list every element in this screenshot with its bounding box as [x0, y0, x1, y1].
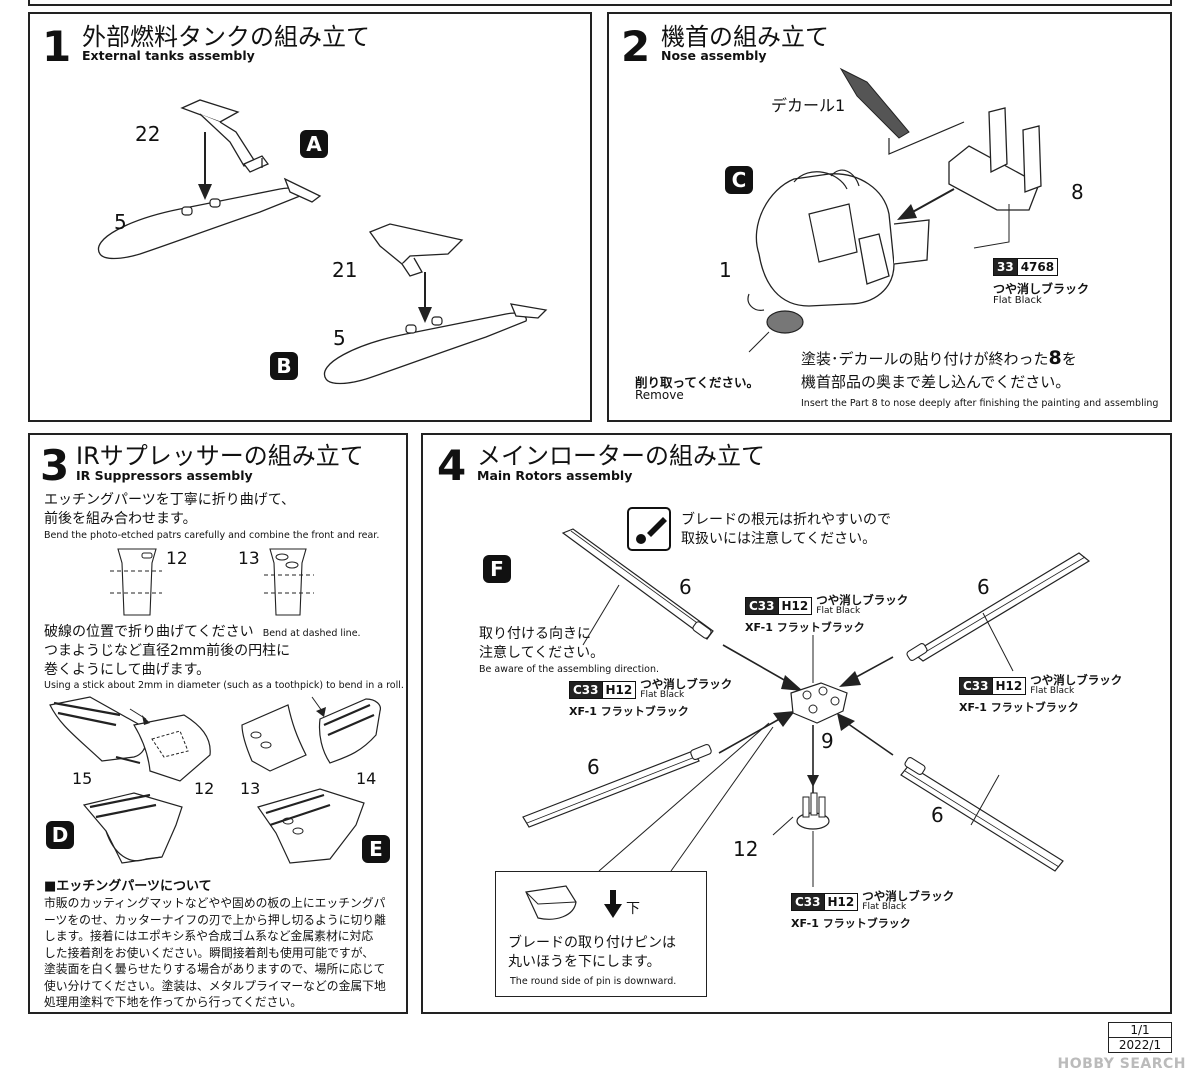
- step-4-panel: 4 メインローターの組み立て Main Rotors assembly ブレード…: [421, 433, 1172, 1014]
- remove-note-en: Remove: [635, 388, 684, 402]
- marker-f-icon: F: [483, 555, 511, 583]
- part-label: 13: [240, 779, 261, 798]
- roll-note-en: Using a stick about 2mm in diameter (suc…: [44, 680, 404, 691]
- step-title-en: External tanks assembly: [82, 48, 255, 63]
- nose-assembly-drawing: [747, 67, 1042, 353]
- part-label: 15: [72, 769, 93, 788]
- roll-note-jp-2: 巻くようにして曲げます。: [44, 662, 211, 678]
- direction-note-jp-1: 取り付ける向きに: [479, 626, 591, 642]
- step-title-jp: 外部燃料タンクの組み立て: [82, 23, 370, 51]
- step-title-jp: 機首の組み立て: [661, 23, 829, 51]
- marker-d-icon: D: [46, 821, 74, 849]
- print-date: 2022/1: [1109, 1037, 1171, 1052]
- top-frame: [28, 0, 1172, 6]
- pin-orientation-box: 下 ブレードの取り付けピンは 丸いほうを下にします。 The round sid…: [495, 871, 707, 997]
- marker-e-icon: E: [362, 835, 390, 863]
- caution-jp-2: 取扱いには注意してください。: [681, 531, 877, 547]
- marker-c-icon: C: [725, 166, 753, 194]
- insert-note-en: Insert the Part 8 to nose deeply after f…: [801, 398, 1159, 409]
- direction-note-jp-2: 注意してください。: [479, 645, 605, 661]
- roll-note-jp-1: つまようじなど直径2mm前後の円柱に: [44, 643, 291, 659]
- caution-icon: [627, 507, 671, 551]
- insert-note-jp-2: 機首部品の奥まで差し込んでください。: [801, 373, 1071, 391]
- rotor-assembly-drawing: [522, 528, 1091, 887]
- step-3-panel: 3 IRサプレッサーの組み立て IR Suppressors assembly …: [28, 433, 408, 1014]
- part-label: 12: [166, 549, 188, 569]
- part-label: 5: [333, 326, 346, 350]
- direction-note-en: Be aware of the assembling direction.: [479, 664, 659, 675]
- part-label: 12: [194, 779, 215, 798]
- marker-a-icon: A: [300, 130, 328, 158]
- pin-note-jp-1: ブレードの取り付けピンは: [508, 935, 676, 951]
- down-label: 下: [626, 901, 640, 917]
- pin-note-en: The round side of pin is downward.: [510, 976, 677, 987]
- part-label: 8: [1071, 180, 1084, 204]
- bend-note-en: Bend the photo-etched patrs carefully an…: [44, 530, 380, 541]
- etch-parts-drawing: [49, 548, 381, 864]
- tank-assembly-a-drawing: [97, 99, 548, 385]
- caution-block: ブレードの根元は折れやすいので 取扱いには注意してください。: [627, 507, 947, 555]
- step-number: 3: [40, 441, 70, 490]
- step-title-jp: IRサプレッサーの組み立て: [76, 442, 364, 470]
- etch-note-body: 市販のカッティングマットなどやや固めの板の上にエッチングパ ーツをのせ、カッター…: [44, 895, 386, 1011]
- part-label: 5: [114, 210, 127, 234]
- part-label: 6: [679, 575, 692, 599]
- etch-note-heading: ■エッチングパーツについて: [44, 879, 212, 894]
- etch-note-line: します。接着にはエポキシ系や合成ゴム系など金属素材に対応: [44, 929, 374, 943]
- step-title-jp: メインローターの組み立て: [477, 442, 765, 470]
- etch-note-line: 処理用塗料で下地を作ってから行ってください。: [44, 995, 302, 1009]
- part-label: 14: [356, 769, 377, 788]
- etch-note-line: 使い分けてください。塗装は、メタルプライマーなどの金属下地: [44, 978, 386, 993]
- bend-note-jp-2: 前後を組み合わせます。: [44, 511, 197, 527]
- step-title-en: Nose assembly: [661, 48, 767, 63]
- step-number: 1: [42, 22, 72, 71]
- color-name-en: Flat Black: [993, 295, 1042, 306]
- watermark-logo: HOBBY SEARCH: [1057, 1056, 1186, 1072]
- marker-b-icon: B: [270, 352, 298, 380]
- step-title-en: Main Rotors assembly: [477, 468, 633, 483]
- step-number: 2: [621, 22, 651, 71]
- page-number: 1/1: [1130, 1023, 1150, 1037]
- etch-note-line: 市販のカッティングマットなどやや固めの板の上にエッチングパ: [44, 896, 386, 910]
- part-label: 13: [238, 549, 260, 569]
- step-1-panel: 1 外部燃料タンクの組み立て External tanks assembly 2…: [28, 12, 592, 422]
- part-label: 22: [135, 122, 161, 146]
- caution-jp-1: ブレードの根元は折れやすいので: [681, 512, 891, 528]
- pin-note-jp-2: 丸いほうを下にします。: [508, 954, 661, 970]
- color-code: 33: [993, 257, 1018, 276]
- color-name-jp: つや消しブラック: [993, 282, 1090, 296]
- page-info: 1/1 2022/1: [1108, 1022, 1172, 1053]
- part-label: 1: [719, 258, 732, 282]
- etch-note-line: した接着剤をお使いください。瞬間接着剤も使用可能ですが、: [44, 945, 375, 960]
- part-label: 9: [821, 729, 834, 753]
- etch-note-line: ーツをのせ、カッターナイフの刃で上から押し切るように切り離: [44, 912, 386, 927]
- etch-note-line: 塗装面を白く曇らせたりする場合がありますので、場所に応じて: [44, 962, 386, 976]
- part-label: 6: [931, 803, 944, 827]
- part-label: 21: [332, 258, 358, 282]
- bend-note-jp-1: エッチングパーツを丁寧に折り曲げて、: [44, 492, 296, 508]
- insert-note-jp: 塗装･デカールの貼り付けが終わった8を: [801, 347, 1077, 369]
- step-title-en: IR Suppressors assembly: [76, 468, 253, 483]
- part-label: 12: [733, 837, 759, 861]
- decal-label: デカール1: [771, 96, 846, 115]
- part-label: 6: [977, 575, 990, 599]
- step-number: 4: [437, 441, 467, 490]
- color-number: 4768: [1017, 257, 1059, 276]
- remove-note-jp: 削り取ってください。: [635, 375, 760, 390]
- dashed-line-note: 破線の位置で折り曲げてください Bend at dashed line.: [44, 624, 361, 640]
- part-label: 6: [587, 755, 600, 779]
